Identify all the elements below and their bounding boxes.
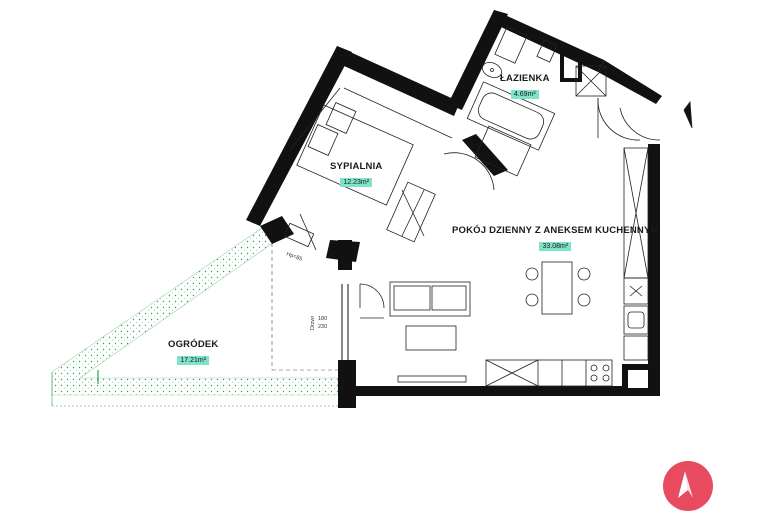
room-area-bathroom: 4.69m² [510,89,539,99]
living-furniture [359,147,649,387]
room-name-bathroom: ŁAZIENKA [500,73,550,84]
room-name-living: POKÓJ DZIENNY Z ANEKSEM KUCHENNYM [452,225,659,236]
bathroom-walls [448,10,662,176]
room-name-bedroom: SYPIALNIA [330,161,383,172]
north-compass-icon [663,461,713,511]
door-height-a: 180 [318,316,328,322]
room-area-living: 33.08m² [539,241,572,251]
room-label-living: POKÓJ DZIENNY Z ANEKSEM KUCHENNYM 33.08m… [452,226,659,252]
living-walls [338,144,660,408]
room-label-bedroom: SYPIALNIA 12.23m² [330,162,382,188]
room-area-garden: 17.21m² [177,355,210,365]
room-label-garden: OGRÓDEK 17.21m² [168,340,219,366]
door-label: Drzwi [310,316,316,330]
room-name-garden: OGRÓDEK [168,339,219,350]
door-height-b: 230 [318,324,328,330]
room-label-bathroom: ŁAZIENKA 4.69m² [500,74,550,100]
entrance-door [619,100,693,141]
bedroom-walls [246,46,460,262]
room-area-bedroom: 12.23m² [340,177,373,187]
